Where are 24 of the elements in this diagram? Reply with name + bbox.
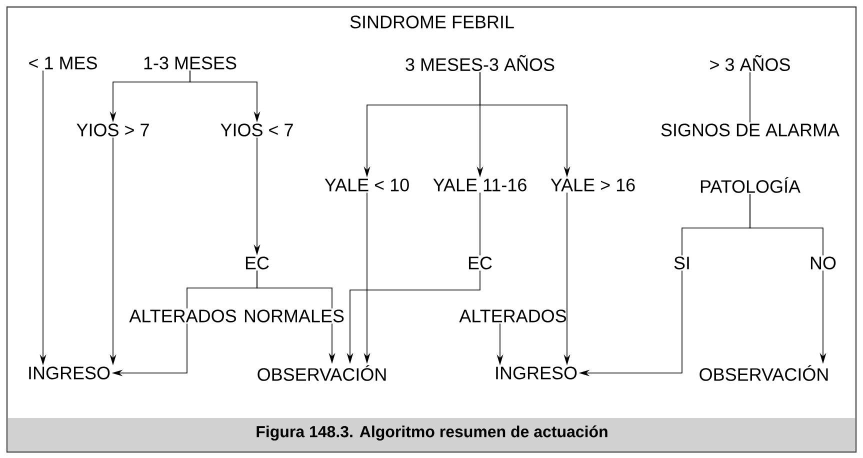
- node-text: EC: [246, 256, 269, 270]
- node-text: YALE > 16: [550, 178, 635, 192]
- node-text: INGRESO: [496, 366, 577, 380]
- node-text: YIOS > 7: [76, 124, 149, 136]
- node-text: 1-3 MESES: [144, 56, 236, 70]
- node-text: YIOS < 7: [220, 124, 293, 136]
- node-text: NO: [810, 256, 836, 270]
- node-text: PATOLOGÍA: [700, 177, 800, 193]
- node-text: OBSERVACIÓN: [700, 365, 828, 381]
- node-text: SIGNOS DE ALARMA: [661, 124, 840, 136]
- node-text: < 1 MES: [29, 56, 97, 70]
- node-text: ALTERADOS: [129, 310, 236, 322]
- node-text: NORMALES: [244, 310, 344, 322]
- node-text: SI: [674, 256, 689, 270]
- node-text: ALTERADOS: [459, 310, 566, 322]
- node-text: EC: [468, 256, 492, 270]
- node-text: > 3 AÑOS: [710, 55, 790, 71]
- title: SINDROME FEBRIL: [350, 16, 514, 28]
- caption-band: Figura 148.3. Algoritmo resumen de actuación: [8, 418, 856, 452]
- node-text: YALE < 10: [324, 178, 409, 192]
- node-text: INGRESO: [29, 366, 110, 380]
- node-text: OBSERVACIÓN: [258, 365, 386, 381]
- node-text: YALE 11-16: [433, 178, 526, 192]
- node-text: 3 MESES-3 AÑOS: [406, 55, 554, 71]
